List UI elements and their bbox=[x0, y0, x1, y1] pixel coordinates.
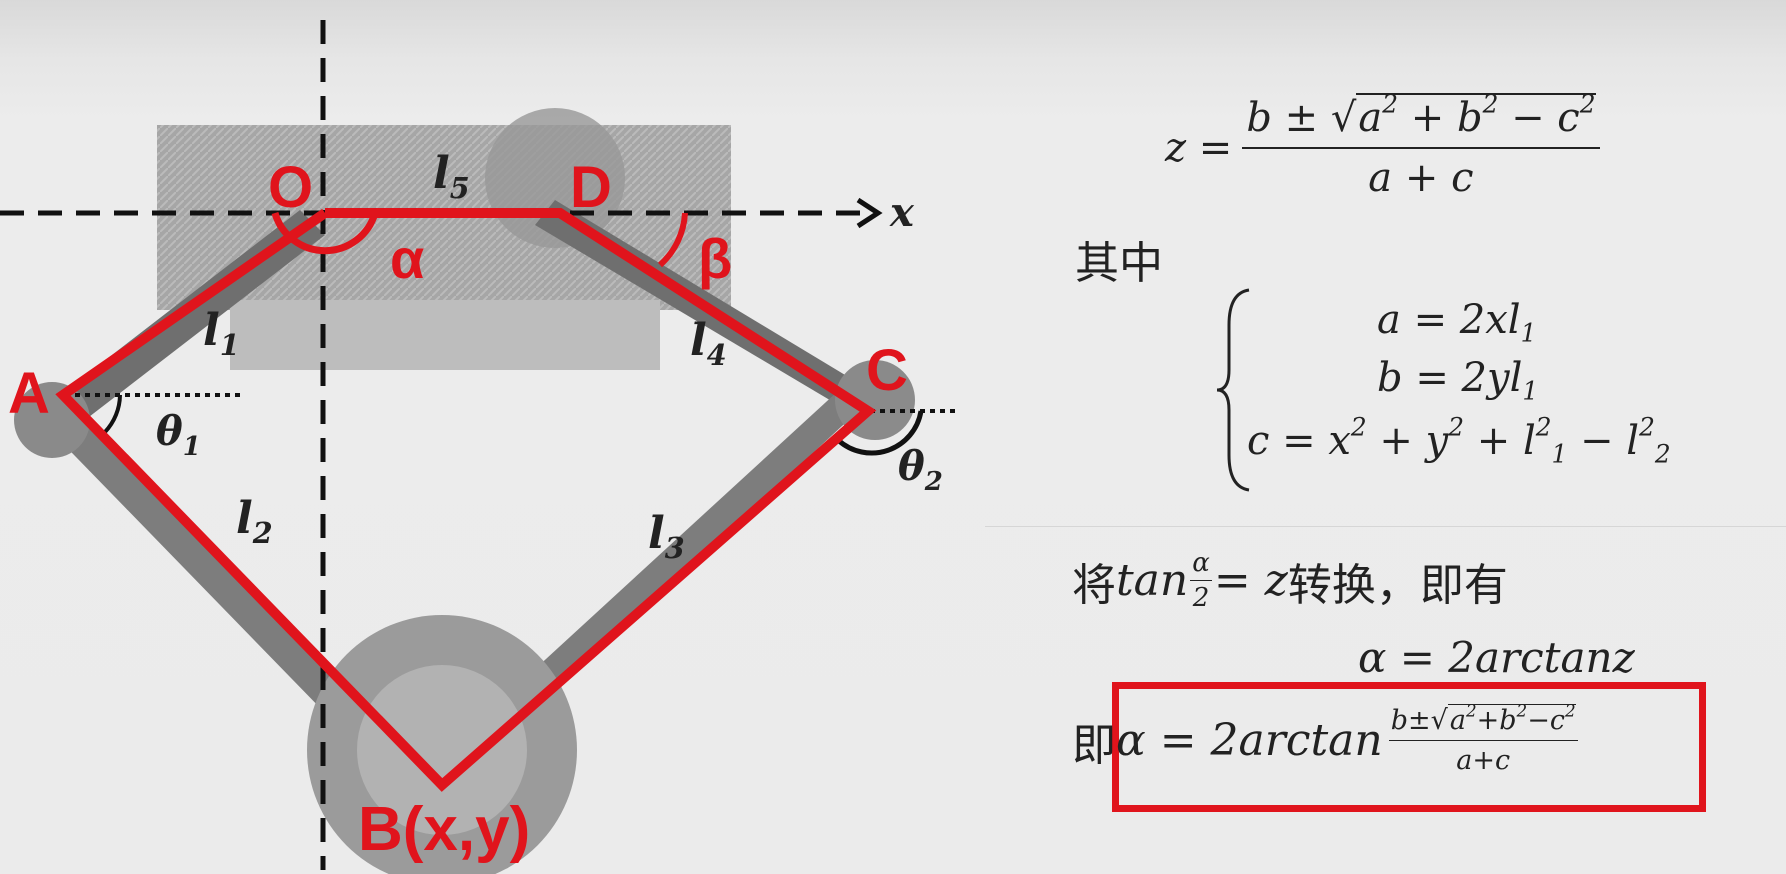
point-d-label: D bbox=[570, 155, 612, 220]
theta1-label: θ1 bbox=[156, 408, 201, 462]
link-l1-label: l1 bbox=[203, 305, 240, 362]
alpha-label: α bbox=[390, 227, 424, 290]
x-axis-arrow bbox=[856, 197, 883, 229]
point-b-label: B(x,y) bbox=[358, 795, 530, 864]
theta1-arc bbox=[103, 394, 122, 434]
beta-arc bbox=[657, 212, 688, 268]
linkage-polygon bbox=[55, 208, 877, 792]
alpha-arctan-z: α = 2arctanz bbox=[1358, 633, 1635, 682]
point-a-label: A bbox=[8, 361, 50, 426]
wheel-hub bbox=[357, 665, 527, 835]
point-o-label: O bbox=[268, 155, 313, 220]
formula-z-lhs: z = bbox=[1165, 125, 1233, 171]
formula-z-denominator: a + c bbox=[1368, 155, 1474, 201]
link-l5-label: l5 bbox=[433, 148, 470, 205]
result-highlight-box bbox=[1112, 682, 1706, 812]
formula-z-numerator: b ± √a2 + b2 − c2 bbox=[1242, 92, 1600, 149]
c-equation: c = x2 + y2 + l21 − l22 bbox=[1247, 412, 1671, 469]
theta2-arc bbox=[836, 410, 924, 456]
theta2-label: θ2 bbox=[898, 443, 943, 497]
link-l2-label: l2 bbox=[236, 493, 273, 550]
point-c-label: C bbox=[866, 338, 908, 403]
x-axis-label: x bbox=[889, 189, 915, 236]
tan-conversion-line: 将 tan α 2 = z 转换，即有 bbox=[1072, 548, 1508, 613]
formula-z-fraction: b ± √a2 + b2 − c2 a + c bbox=[1242, 92, 1600, 201]
formula-z: z = b ± √a2 + b2 − c2 a + c bbox=[1165, 92, 1600, 201]
frame-base bbox=[230, 300, 660, 370]
b-equation: b = 2yl1 bbox=[1377, 355, 1539, 406]
linkage-diagram: O D A C B(x,y) α β x l1 l2 l3 l4 l5 θ1 θ… bbox=[0, 20, 955, 874]
link-l4-label: l4 bbox=[690, 315, 727, 372]
beta-label: β bbox=[698, 227, 732, 290]
final-fraction: b±√a2+b2−c2 a+c bbox=[1388, 700, 1578, 776]
section-divider bbox=[985, 526, 1786, 527]
a-equation: a = 2xl1 bbox=[1377, 297, 1537, 348]
link-l3-label: l3 bbox=[648, 508, 685, 565]
alpha-arc bbox=[271, 211, 379, 255]
left-brace-icon bbox=[1216, 288, 1250, 492]
qizhong-text: 其中 bbox=[1075, 238, 1163, 289]
final-formula: 即 α = 2arctan b±√a2+b2−c2 a+c bbox=[1072, 700, 1578, 776]
